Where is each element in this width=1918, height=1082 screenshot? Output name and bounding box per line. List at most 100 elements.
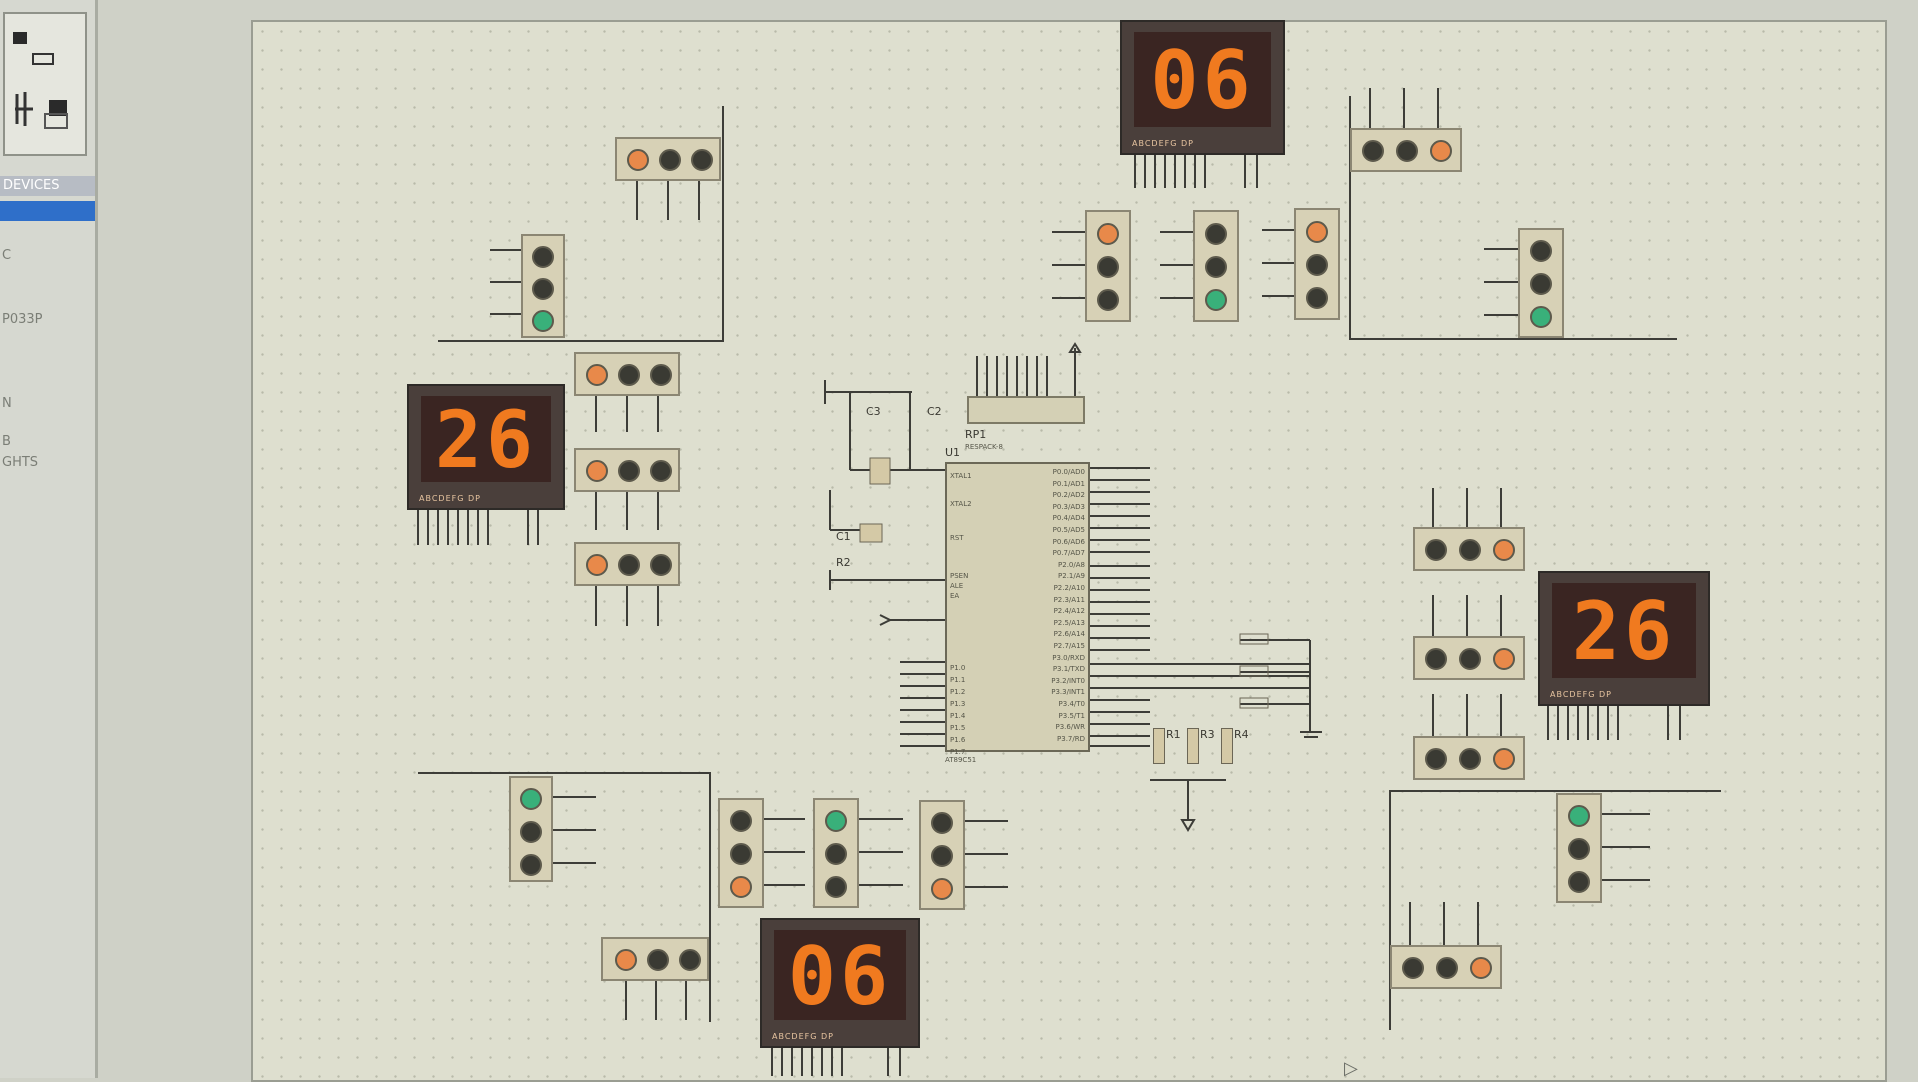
yellow-lamp [1530,273,1552,295]
mcu-pin-label: P0.3/AD3 [1052,502,1085,511]
traffic-light-horizontal[interactable] [574,352,680,396]
traffic-light-vertical[interactable] [919,800,965,910]
green-lamp [825,810,847,832]
traffic-light-vertical[interactable] [1518,228,1564,338]
traffic-light-horizontal[interactable] [601,937,709,981]
mcu-pin-label: P2.3/A11 [1053,595,1085,604]
green-lamp [520,788,542,810]
red-lamp [730,876,752,898]
traffic-light-vertical[interactable] [1294,208,1340,320]
display-pin-labels: ABCDEFG DP [1550,690,1612,699]
wire [1389,790,1721,792]
green-lamp [532,310,554,332]
mcu-pin-label: P3.4/T0 [1058,700,1085,708]
yellow-lamp [532,278,554,300]
yellow-lamp [520,821,542,843]
mcu-pin-label: ALE [950,582,964,590]
seven-segment-display-bottom[interactable]: 06 ABCDEFG DP [760,918,920,1048]
traffic-light-vertical[interactable] [1556,793,1602,903]
traffic-light-horizontal[interactable] [615,137,721,181]
red-lamp [586,364,608,386]
green-lamp [650,460,672,482]
mcu-pin-label: P2.0/A8 [1058,560,1085,569]
seven-segment-display-top[interactable]: 06 ABCDEFG DP [1120,20,1285,155]
component-sidebar: DEVICES C P033P N B GHTS [0,0,98,1078]
mcu-pin-label: P3.5/T1 [1058,711,1085,720]
overview-preview[interactable] [3,12,87,156]
device-item-selected[interactable] [0,201,95,221]
red-lamp [1205,223,1227,245]
yellow-lamp [1306,254,1328,276]
traffic-light-horizontal[interactable] [574,448,680,492]
red-lamp [1097,223,1119,245]
seven-segment-display-left[interactable]: 26 ABCDEFG DP [407,384,565,510]
resistor[interactable] [1221,728,1233,764]
traffic-light-vertical[interactable] [1193,210,1239,322]
wire [1389,790,1391,1030]
resistor[interactable] [1187,728,1199,764]
mcu-pin-label: EA [950,592,960,600]
green-lamp [1205,289,1227,311]
display-digits: 06 [774,930,906,1023]
mcu-pin-label: XTAL1 [950,472,972,480]
traffic-light-horizontal[interactable] [574,542,680,586]
mcu-pin-label: XTAL2 [950,500,972,508]
red-lamp [1470,957,1492,979]
green-lamp [931,812,953,834]
traffic-light-vertical[interactable] [509,776,553,882]
device-item[interactable]: P033P [2,312,43,327]
green-lamp [1402,957,1424,979]
traffic-light-horizontal[interactable] [1413,636,1525,680]
traffic-light-horizontal[interactable] [1413,527,1525,571]
capacitor-label: C1 [836,530,851,543]
mcu-pin-label: P1.1 [950,676,966,684]
yellow-lamp [659,149,681,171]
mcu-pin-label: RST [950,534,964,542]
display-pin-labels: ABCDEFG DP [419,494,481,503]
traffic-light-vertical[interactable] [521,234,565,338]
mcu-pin-label: P3.7/RD [1057,734,1085,743]
mcu-pin-label: P1.4 [950,712,966,720]
yellow-lamp [1459,648,1481,670]
resistor-label: R4 [1234,728,1249,741]
display-digits: 26 [1552,583,1696,678]
devices-header: DEVICES [0,176,95,196]
mcu-pin-label: P3.6/WR [1055,723,1086,732]
yellow-lamp [730,843,752,865]
mcu-pin-label: P0.5/AD5 [1052,526,1085,534]
green-lamp [1425,748,1447,770]
green-lamp [650,364,672,386]
traffic-light-horizontal[interactable] [1350,128,1462,172]
traffic-light-horizontal[interactable] [1390,945,1502,989]
yellow-lamp [618,460,640,482]
resistor-label: R3 [1200,728,1215,741]
yellow-lamp [1396,140,1418,162]
mcu-pin-label: P3.0/RXD [1052,653,1085,662]
display-digits: 06 [1134,32,1271,127]
display-pin-labels: ABCDEFG DP [772,1032,834,1041]
device-item[interactable]: N [2,396,12,411]
resistor-label: R2 [836,556,851,569]
traffic-light-vertical[interactable] [813,798,859,908]
rpack-part: RESPACK-8 [965,443,1003,451]
display-digits: 26 [421,396,551,486]
resistor[interactable] [1153,728,1165,764]
red-lamp [615,949,637,971]
mcu-pin-label: P0.6/AD6 [1052,537,1085,546]
wire [438,340,724,342]
traffic-light-vertical[interactable] [718,798,764,908]
device-item[interactable]: B [2,434,11,449]
mcu-pin-label: P3.3/INT1 [1051,688,1085,697]
seven-segment-display-right[interactable]: 26 ABCDEFG DP [1538,571,1710,706]
mcu-part: AT89C51 [945,756,977,764]
device-item[interactable]: GHTS [2,455,39,470]
red-lamp [532,246,554,268]
traffic-light-vertical[interactable] [1085,210,1131,322]
green-lamp [1568,805,1590,827]
device-item[interactable]: C [2,248,12,263]
traffic-light-horizontal[interactable] [1413,736,1525,780]
yellow-lamp [1097,256,1119,278]
resistor-pack[interactable] [967,396,1085,424]
mcu-pin-label: P1.0 [950,664,966,672]
